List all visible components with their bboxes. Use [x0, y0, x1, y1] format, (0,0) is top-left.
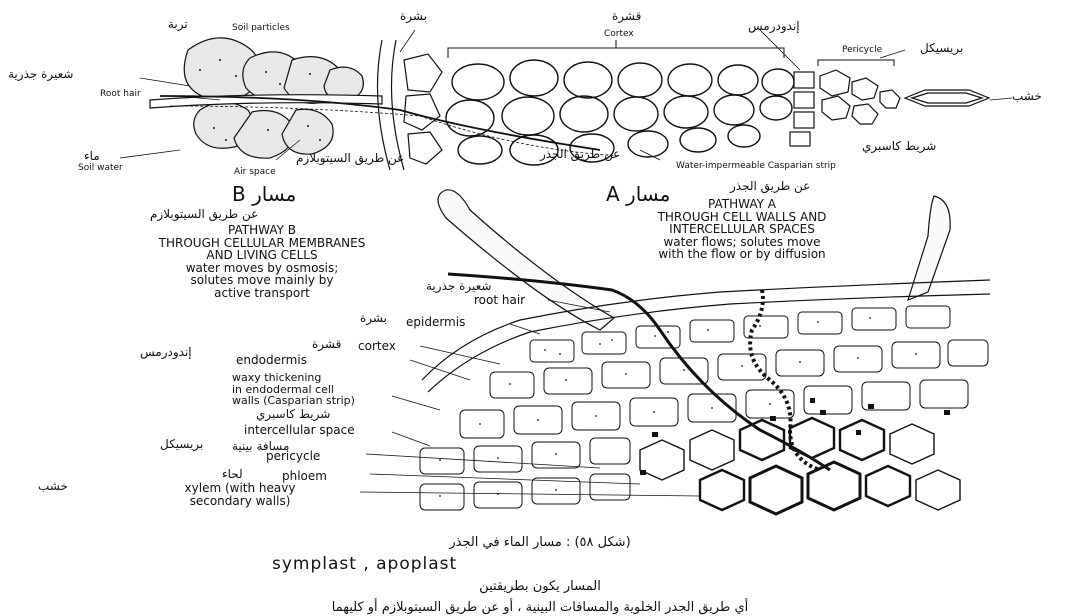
label-ar-soil-water: ماء: [84, 150, 100, 162]
label-ar-cortex: قشرة: [312, 338, 341, 350]
label-waxy-thickening: waxy thickening in endodermal cell walls…: [232, 372, 402, 407]
pathway-b-line-1: PATHWAY B: [72, 224, 452, 237]
pathway-b-text: PATHWAY B THROUGH CELLULAR MEMBRANES AND…: [72, 224, 452, 300]
pathway-b-ar-sub: عن طريق السيتوبلازم: [150, 208, 258, 220]
label-casparian-top: Water-impermeable Casparian strip: [676, 162, 836, 171]
label-epidermis: epidermis: [406, 316, 465, 328]
label-root-hair: root hair: [474, 294, 525, 306]
label-ar-epidermis: بشرة: [360, 312, 387, 324]
label-ar-casparian-top: شريط كاسبري: [862, 140, 936, 152]
label-ar-endodermis: إندودرمس: [140, 346, 192, 358]
label-ar-qishra-top: قشرة: [612, 10, 641, 22]
label-ar-cortex-route: عن طريق الجذر: [540, 148, 620, 160]
label-cortex-top: Cortex: [604, 30, 634, 39]
caption-line-1: (شكل ٥٨) : مسار الماء في الجذر: [200, 536, 880, 550]
waxy-line-1: waxy thickening: [232, 372, 402, 384]
pathway-a-line-5: with the flow or by diffusion: [572, 248, 912, 261]
label-intercellular-space: intercellular space: [244, 424, 355, 436]
label-ar-root-hair-top: شعيرة جذرية: [8, 68, 73, 80]
label-pericycle-top: Pericycle: [842, 46, 882, 55]
label-air-space: Air space: [234, 168, 276, 177]
cortex-brace: [448, 48, 784, 58]
caption-line-2-row: symplast , apoplast: [200, 556, 880, 578]
right-hair: [908, 196, 950, 300]
label-cortex: cortex: [358, 340, 396, 352]
epidermis-cells: [404, 54, 442, 164]
pericycle-brace: [818, 60, 894, 66]
label-root-hair-top: Root hair: [100, 90, 141, 99]
label-pericycle: pericycle: [266, 450, 320, 462]
label-ar-xylem: خشب: [38, 480, 68, 492]
vascular-bundle: [640, 418, 960, 514]
caption-line-3: المسار يكون بطريقتين: [200, 580, 880, 594]
pathway-b-line-6: active transport: [72, 287, 452, 300]
pathway-b-ar-title: مسار B: [232, 184, 296, 204]
label-ar-root-hair: شعيرة جذرية: [426, 280, 491, 292]
pathway-a-line-3: INTERCELLULAR SPACES: [572, 223, 912, 236]
label-ar-pericycle: بريسيكل: [160, 438, 203, 450]
label-ar-khashab-top: خشب: [1012, 90, 1042, 102]
caption-line-4: أي طريق الجدر الخلوية والمسافات البينية …: [200, 601, 880, 615]
pathway-b-line-3: AND LIVING CELLS: [72, 249, 452, 262]
endodermis-cells: [790, 72, 814, 146]
caption-line-2: symplast , apoplast: [272, 556, 457, 574]
label-endodermis: endodermis: [236, 354, 307, 366]
xylem-line-1: xylem (with heavy: [120, 482, 360, 495]
label-ar-symplast-route: عن طريق السيتوبلازم: [296, 152, 404, 164]
figure-caption: (شكل ٥٨) : مسار الماء في الجذر symplast …: [200, 536, 880, 615]
label-soil-particles: Soil particles: [232, 24, 290, 33]
label-ar-pericycle-top: بريسيكل: [920, 42, 963, 54]
waxy-line-3: walls (Casparian strip): [232, 395, 402, 407]
label-xylem: xylem (with heavy secondary walls): [120, 482, 360, 507]
pathway-a-text: PATHWAY A THROUGH CELL WALLS AND INTERCE…: [572, 198, 912, 261]
label-ar-phloem: لحاء: [222, 468, 243, 480]
pathway-a-line-1: PATHWAY A: [572, 198, 912, 211]
pathway-a-ar-sub: عن طريق الجذر: [730, 180, 810, 192]
label-ar-endodermis-top: إندودرمس: [748, 20, 800, 32]
label-soil-water: Soil water: [78, 164, 123, 173]
pericycle-cells: [820, 70, 900, 124]
xylem-line-2: secondary walls): [120, 495, 360, 508]
label-ar-casparian: شريط كاسبري: [256, 408, 330, 420]
label-ar-bashra-top: بشرة: [400, 10, 427, 22]
label-ar-turba: تربة: [168, 18, 188, 30]
